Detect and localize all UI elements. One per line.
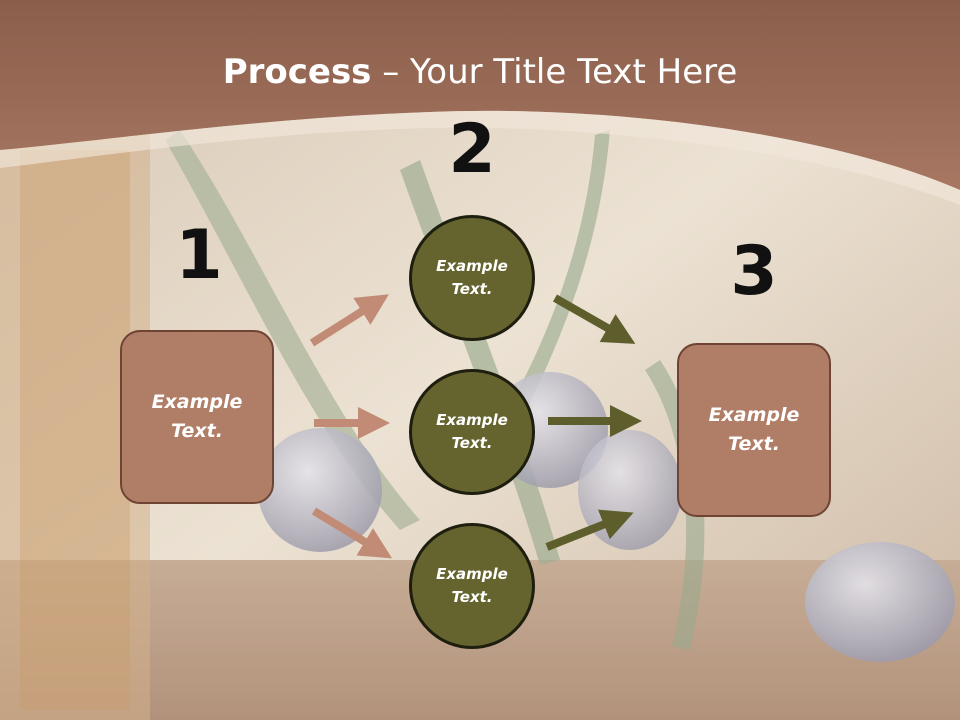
circle-top-text: Example Text. xyxy=(436,257,508,298)
circle-middle-text: Example Text. xyxy=(436,411,508,452)
circle-bottom: Example Text. xyxy=(409,523,535,649)
left-box-text: Example Text. xyxy=(151,391,243,442)
title-bold: Process xyxy=(222,52,372,92)
right-box: Example Text. xyxy=(677,343,831,517)
circle-bottom-text: Example Text. xyxy=(436,565,508,606)
right-box-text: Example Text. xyxy=(708,404,800,455)
step-number-2: 2 xyxy=(448,110,496,189)
slide-title: Process – Your Title Text Here xyxy=(0,52,960,92)
title-rest: – Your Title Text Here xyxy=(371,52,738,92)
arrow-to-top xyxy=(309,294,389,347)
circle-middle: Example Text. xyxy=(409,369,535,495)
arrow-from-bottom xyxy=(545,509,634,551)
step-number-3: 3 xyxy=(730,232,778,311)
left-box: Example Text. xyxy=(120,330,274,504)
arrow-from-top xyxy=(553,294,636,344)
step-number-1: 1 xyxy=(175,216,223,295)
arrow-to-bottom xyxy=(311,507,393,559)
circle-top: Example Text. xyxy=(409,215,535,341)
